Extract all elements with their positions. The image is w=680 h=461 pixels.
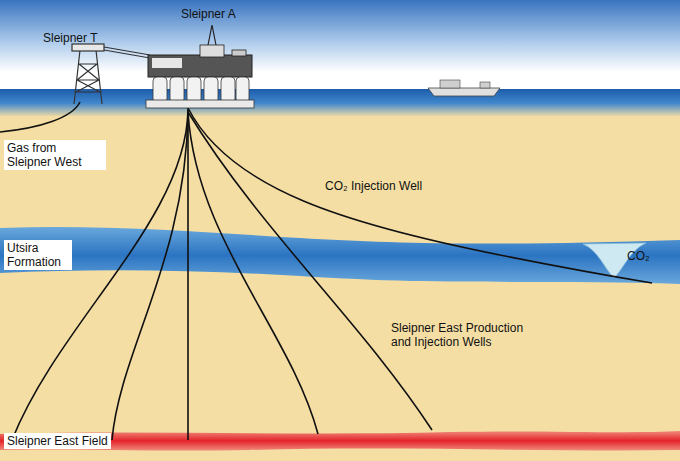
production-well [187,108,189,440]
injection-well [188,108,652,283]
sleipner-t-jacket [72,44,150,104]
plume-label: CO₂ [624,248,653,264]
formation-label: Utsira Formation [4,240,72,270]
wells [12,108,652,440]
utsira-band [0,227,680,284]
production-well [112,112,188,440]
field-label: Sleipner East Field [4,433,111,449]
platform-name: Sleipner A [178,6,239,22]
ship [428,80,500,96]
pipeline-label: Gas from Sleipner West [4,140,106,170]
well-label: Sleipner East Production and Injection W… [388,320,544,350]
sky [0,0,680,90]
sleipner-east-field-band [0,431,680,451]
sleipner-a-platform [146,25,254,108]
platform-name: Sleipner T [40,30,100,46]
production-well [188,112,432,430]
production-well [188,112,318,434]
well-label: CO₂ Injection Well [322,178,425,194]
seabed [0,116,680,461]
gas-pipeline [0,102,80,132]
